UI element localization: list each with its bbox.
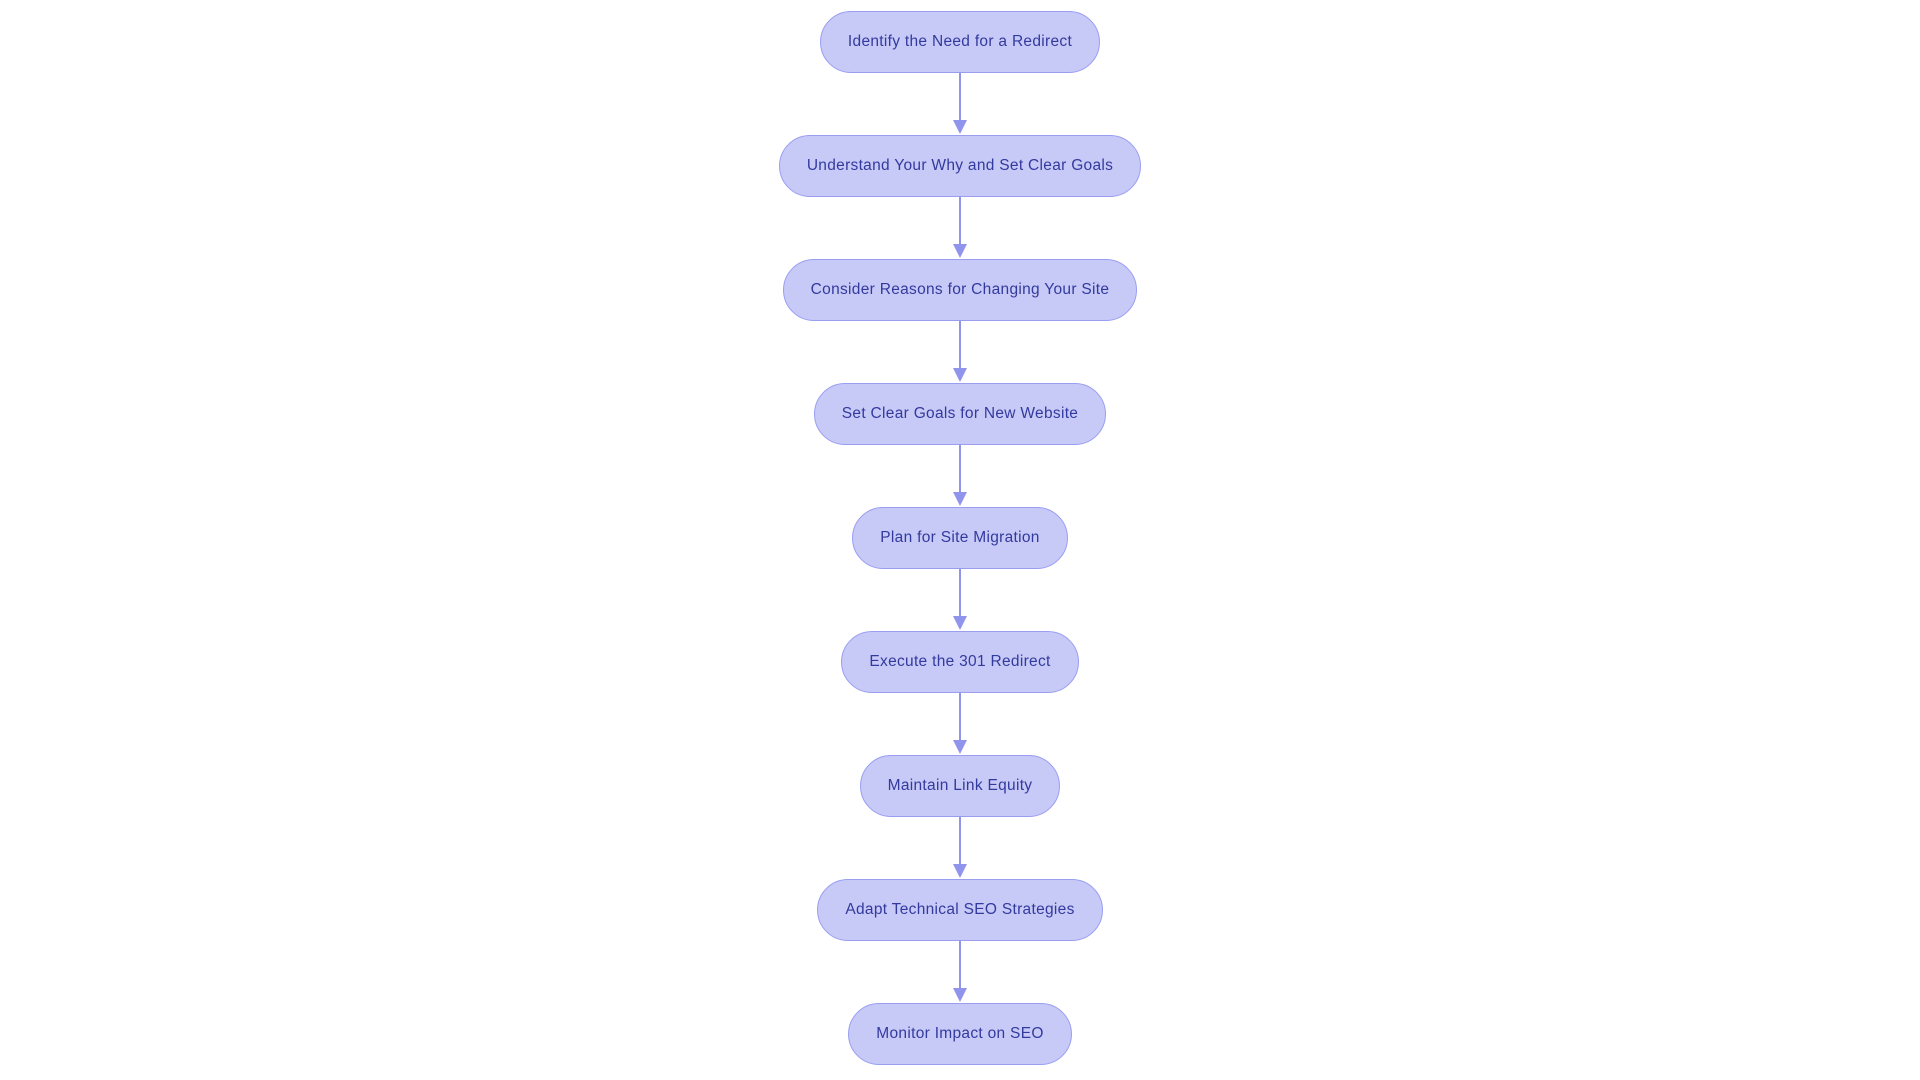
flow-node-label: Execute the 301 Redirect — [869, 653, 1051, 670]
arrow-down-icon — [952, 321, 967, 382]
arrow-down-icon — [953, 197, 967, 258]
flow-node-label: Set Clear Goals for New Website — [841, 405, 1079, 422]
flow-step-6: Execute the 301 Redirect — [841, 631, 1079, 755]
flow-node-plan-migration: Plan for Site Migration — [852, 507, 1068, 569]
flow-node-maintain-equity: Maintain Link Equity — [859, 755, 1061, 817]
flow-step-9: Monitor Impact on SEO — [848, 1003, 1072, 1065]
flow-node-label: Maintain Link Equity — [887, 777, 1033, 794]
flow-step-1: Identify the Need for a Redirect — [819, 11, 1101, 135]
flow-step-2: Understand Your Why and Set Clear Goals — [778, 135, 1142, 259]
flow-step-5: Plan for Site Migration — [852, 507, 1068, 631]
arrow-down-icon — [953, 445, 967, 506]
flow-node-label: Plan for Site Migration — [880, 529, 1040, 546]
flow-node-label: Identify the Need for a Redirect — [847, 33, 1073, 50]
flow-step-3: Consider Reasons for Changing Your Site — [782, 259, 1138, 383]
flow-node-label: Consider Reasons for Changing Your Site — [810, 281, 1110, 298]
arrow-down-icon — [953, 693, 967, 754]
flow-node-adapt-seo: Adapt Technical SEO Strategies — [817, 879, 1103, 941]
flow-node-consider-reasons: Consider Reasons for Changing Your Site — [782, 259, 1138, 321]
flow-node-understand-why: Understand Your Why and Set Clear Goals — [778, 135, 1142, 197]
flow-step-8: Adapt Technical SEO Strategies — [817, 879, 1103, 1003]
flow-step-4: Set Clear Goals for New Website — [813, 383, 1107, 507]
arrow-down-icon — [952, 941, 967, 1002]
arrow-down-icon — [952, 569, 967, 630]
flow-node-execute-redirect: Execute the 301 Redirect — [841, 631, 1079, 693]
arrow-down-icon — [952, 73, 967, 134]
flow-step-7: Maintain Link Equity — [859, 755, 1061, 879]
flow-node-monitor-impact: Monitor Impact on SEO — [848, 1003, 1072, 1065]
flow-node-label: Adapt Technical SEO Strategies — [845, 901, 1075, 918]
arrow-down-icon — [953, 817, 967, 878]
flow-node-set-goals: Set Clear Goals for New Website — [813, 383, 1107, 445]
flow-node-label: Monitor Impact on SEO — [876, 1025, 1044, 1042]
flow-node-label: Understand Your Why and Set Clear Goals — [806, 157, 1114, 174]
flow-node-identify-need: Identify the Need for a Redirect — [819, 11, 1101, 73]
